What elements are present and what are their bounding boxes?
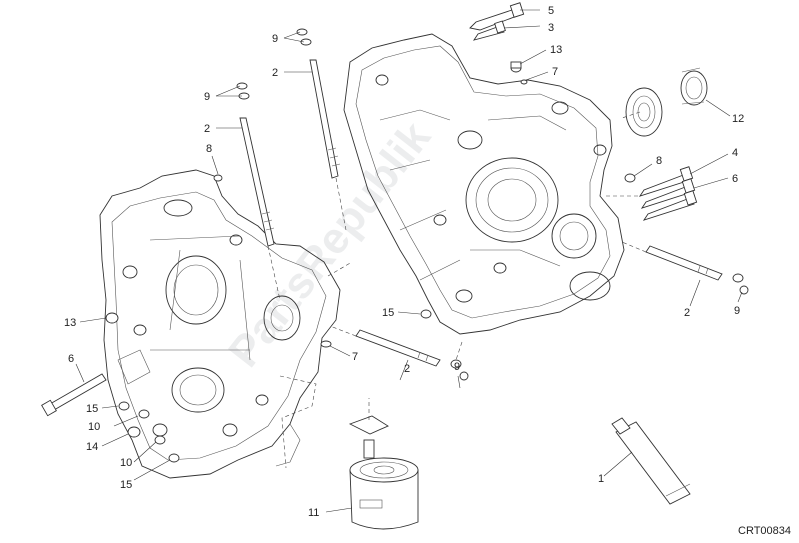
- stud-bolt-right-upper: [621, 241, 723, 281]
- callout-9-top: 9: [272, 33, 278, 45]
- callout-8-right: 8: [656, 155, 662, 167]
- callout-8-left: 8: [206, 143, 212, 155]
- dowel-13-top: [510, 61, 522, 73]
- callout-9-mid: 9: [454, 361, 460, 373]
- callout-10-upper: 10: [88, 421, 100, 433]
- stud-bolt-left: [239, 117, 281, 301]
- left-crankcase-half: [99, 169, 341, 479]
- roller-bearing: [625, 87, 663, 137]
- callout-13-top: 13: [550, 44, 562, 56]
- callout-6-right: 6: [732, 173, 738, 185]
- callout-2-mid: 2: [404, 363, 410, 375]
- bolt-5: [469, 2, 525, 31]
- bearing-ring-12: [680, 67, 708, 106]
- o-ring-15-mid: [420, 309, 432, 319]
- stud-bolt-center: [309, 59, 347, 231]
- oil-filter: [349, 457, 419, 530]
- callout-2-top: 2: [272, 67, 278, 79]
- bolt-6-right: [640, 178, 698, 221]
- callout-15-left-lower: 15: [120, 479, 132, 491]
- callout-labels: 5 3 13 7 12 9 2 9 2 8 8 4 6 2 9 13 15 7 …: [64, 5, 744, 519]
- dowel-7-top: [520, 79, 528, 85]
- callout-9-upper-left: 9: [204, 91, 210, 103]
- washer-8-left: [213, 174, 223, 182]
- pin-7: [320, 340, 332, 348]
- dowel-13-left: [105, 312, 119, 324]
- callout-5: 5: [548, 5, 554, 17]
- callout-14: 14: [86, 441, 98, 453]
- callout-6-left: 6: [68, 353, 74, 365]
- callout-13-left: 13: [64, 317, 76, 329]
- callout-7-top: 7: [552, 66, 558, 78]
- callout-2-upper-left: 2: [204, 123, 210, 135]
- diagram-reference-code: CRT00834: [738, 525, 791, 537]
- callout-7-mid: 7: [352, 351, 358, 363]
- callout-11: 11: [308, 507, 319, 519]
- callout-3: 3: [548, 22, 554, 34]
- washer-set: [236, 28, 749, 381]
- callout-12: 12: [732, 113, 744, 125]
- bolt-4: [638, 166, 694, 197]
- seal-group-left: [118, 401, 180, 463]
- sealant-tube: [611, 417, 691, 505]
- washer-8-right: [624, 173, 636, 183]
- callout-1: 1: [598, 473, 604, 485]
- alignment-lines: [279, 111, 641, 469]
- oil-filter-nipple: [348, 398, 389, 459]
- stud-bolt-right-lower: [329, 325, 441, 367]
- callout-2-right: 2: [684, 307, 690, 319]
- right-crankcase-half: [343, 33, 625, 335]
- callout-9-right: 9: [734, 305, 740, 317]
- callout-15-left-upper: 15: [86, 403, 98, 415]
- callout-10-lower: 10: [120, 457, 132, 469]
- bolt-3: [472, 20, 506, 41]
- leader-lines: [75, 9, 743, 513]
- bolt-6-left: [41, 373, 107, 417]
- callout-15-mid: 15: [382, 307, 394, 319]
- callout-4: 4: [732, 147, 738, 159]
